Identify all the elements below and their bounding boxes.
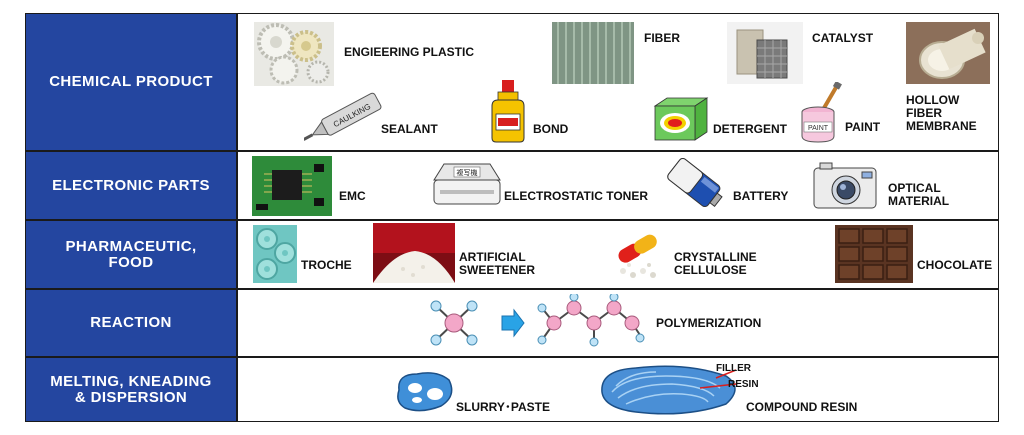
paint-can-icon: PAINT: [801, 82, 842, 143]
copier-icon: 複写機: [433, 163, 501, 205]
annotation-resin: RESIN: [728, 379, 759, 390]
item-label-paint: PAINT: [845, 120, 881, 134]
row-pharmaceutic-food: PHARMACEUTIC, FOOD TROCHE ARTIFICIAL SWE…: [26, 221, 998, 288]
caulking-tube-icon: CAULKING: [304, 92, 382, 141]
slurry-blob-icon: [397, 372, 453, 412]
row-divider: [26, 219, 998, 221]
row-melting-kneading-dispersion: MELTING, KNEADING & DISPERSION SLURRY･PA…: [26, 358, 998, 421]
item-label-engineering-plastic: ENGIEERING PLASTIC: [344, 45, 475, 59]
row-electronic-parts: ELECTRONIC PARTS EMC 複写機 ELECTROSTATIC T…: [26, 152, 998, 219]
item-label-chocolate: CHOCOLATE: [917, 258, 993, 272]
row-chemical-product: CHEMICAL PRODUCT ENGIEERING PLASTIC FIBE…: [26, 14, 998, 150]
camera-icon: [813, 162, 877, 209]
item-label-artificial-sweetener: ARTIFICIAL SWEETENER: [459, 250, 536, 277]
battery-icon: [667, 158, 723, 208]
item-label-slurry-paste: SLURRY･PASTE: [456, 400, 551, 414]
item-label-detergent: DETERGENT: [713, 122, 788, 136]
item-label-electrostatic-toner: ELECTROSTATIC TONER: [504, 189, 648, 203]
troche-icon: [253, 225, 297, 283]
capsule-icon: [609, 223, 671, 283]
item-label-optical-material: OPTICAL MATERIAL: [888, 181, 950, 208]
process-table: CHEMICAL PRODUCT ENGIEERING PLASTIC FIBE…: [25, 13, 999, 422]
category-label: ELECTRONIC PARTS: [26, 152, 238, 219]
sweetener-powder-icon: [373, 223, 455, 283]
copier-label: 複写機: [457, 168, 478, 177]
annotation-filler: FILLER: [716, 363, 751, 374]
item-label-sealant: SEALANT: [381, 122, 438, 136]
item-label-troche: TROCHE: [301, 258, 352, 272]
row-divider: [26, 150, 998, 152]
category-label: MELTING, KNEADING & DISPERSION: [26, 358, 238, 421]
item-label-polymerization: POLYMERIZATION: [656, 316, 762, 330]
item-label-fiber: FIBER: [644, 31, 680, 45]
row-reaction: REACTION: [26, 290, 998, 356]
compound-resin-icon: [601, 365, 737, 415]
membrane-cartridge-icon: [906, 22, 990, 84]
circuit-board-icon: [252, 156, 332, 216]
can-label: PAINT: [808, 125, 829, 132]
gears-icon: [254, 22, 334, 86]
item-label-crystalline-cellulose: CRYSTALLINE CELLULOSE: [674, 250, 757, 277]
item-label-catalyst: CATALYST: [812, 31, 874, 45]
molecule-icon: [430, 294, 645, 347]
row-divider: [26, 356, 998, 358]
fiber-spool-icon: [552, 22, 634, 84]
category-label: CHEMICAL PRODUCT: [26, 14, 238, 150]
item-label-compound-resin: COMPOUND RESIN: [746, 400, 858, 414]
item-label-emc: EMC: [339, 189, 366, 203]
chocolate-icon: [835, 225, 913, 283]
item-label-hollow-fiber-membrane: HOLLOW FIBER MEMBRANE: [906, 93, 977, 133]
category-label: REACTION: [26, 290, 238, 356]
row-divider: [26, 288, 998, 290]
item-label-battery: BATTERY: [733, 189, 789, 203]
glue-bottle-icon: [491, 80, 525, 143]
item-label-bond: BOND: [533, 122, 569, 136]
category-label: PHARMACEUTIC, FOOD: [26, 221, 238, 288]
catalyst-honeycomb-icon: [727, 22, 803, 84]
detergent-box-icon: [653, 97, 709, 141]
